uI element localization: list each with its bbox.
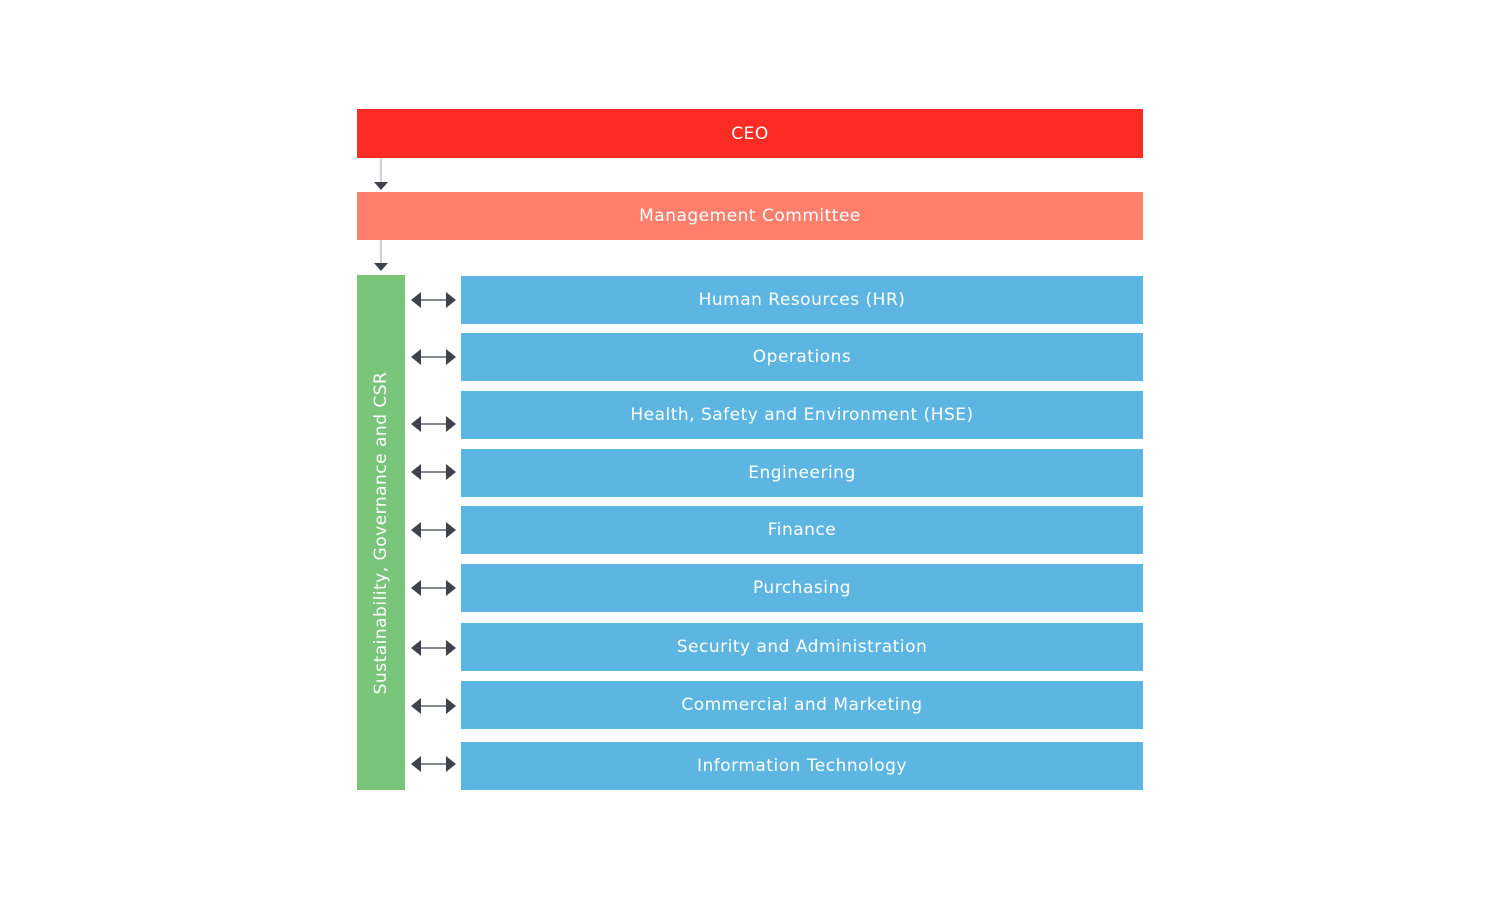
department-box: Purchasing bbox=[461, 564, 1143, 612]
department-box: Human Resources (HR) bbox=[461, 276, 1143, 324]
down-arrow-icon bbox=[374, 158, 388, 190]
department-label: Commercial and Marketing bbox=[681, 695, 923, 715]
department-box: Finance bbox=[461, 506, 1143, 554]
department-box: Commercial and Marketing bbox=[461, 681, 1143, 729]
department-label: Purchasing bbox=[752, 578, 852, 598]
department-box: Security and Administration bbox=[461, 623, 1143, 671]
department-label: Engineering bbox=[748, 463, 856, 483]
department-box: Engineering bbox=[461, 449, 1143, 497]
department-label: Human Resources (HR) bbox=[698, 290, 906, 310]
department-box: Operations bbox=[461, 333, 1143, 381]
department-label: Finance bbox=[767, 520, 837, 540]
department-label: Operations bbox=[752, 347, 852, 367]
sustainability-sidebar: Sustainability, Governance and CSR bbox=[357, 275, 405, 790]
management-committee-box: Management Committee bbox=[357, 192, 1143, 240]
double-arrow-icon bbox=[411, 580, 456, 596]
ceo-label: CEO bbox=[731, 123, 769, 144]
ceo-box: CEO bbox=[357, 109, 1143, 158]
double-arrow-icon bbox=[411, 698, 456, 714]
double-arrow-icon bbox=[411, 292, 456, 308]
double-arrow-icon bbox=[411, 640, 456, 656]
sustainability-label: Sustainability, Governance and CSR bbox=[371, 371, 391, 694]
management-committee-label: Management Committee bbox=[639, 206, 861, 226]
department-box: Information Technology bbox=[461, 742, 1143, 790]
double-arrow-icon bbox=[411, 522, 456, 538]
department-box: Health, Safety and Environment (HSE) bbox=[461, 391, 1143, 439]
double-arrow-icon bbox=[411, 464, 456, 480]
department-label: Health, Safety and Environment (HSE) bbox=[630, 405, 974, 425]
department-label: Information Technology bbox=[696, 756, 908, 776]
department-label: Security and Administration bbox=[676, 637, 928, 657]
double-arrow-icon bbox=[411, 349, 456, 365]
down-arrow-icon bbox=[374, 240, 388, 271]
double-arrow-icon bbox=[411, 416, 456, 432]
double-arrow-icon bbox=[411, 756, 456, 772]
